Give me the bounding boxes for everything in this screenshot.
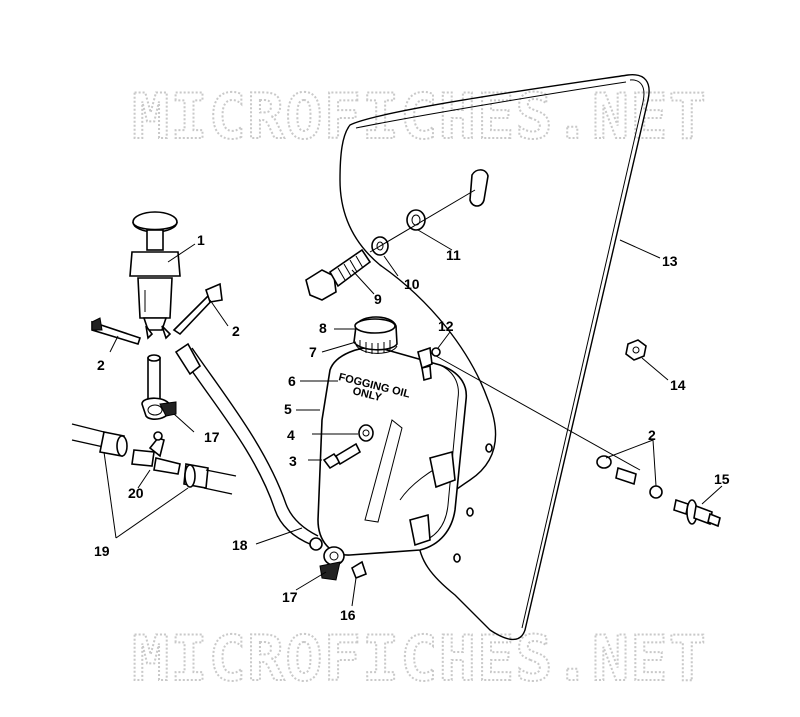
fuel-line bbox=[71, 423, 237, 495]
callout-14: 14 bbox=[670, 377, 686, 393]
callout-12: 12 bbox=[438, 318, 454, 334]
callout-17-lower: 17 bbox=[282, 589, 298, 605]
tank-cap bbox=[353, 316, 398, 354]
panel-bracket bbox=[339, 74, 650, 641]
fitting-15 bbox=[673, 498, 721, 528]
callout-15: 15 bbox=[714, 471, 730, 487]
washer-4 bbox=[358, 424, 374, 442]
callout-1: 1 bbox=[197, 232, 205, 248]
callout-4: 4 bbox=[287, 427, 295, 443]
callout-5: 5 bbox=[284, 401, 292, 417]
callout-11: 11 bbox=[446, 247, 461, 263]
elbow-fitting bbox=[417, 346, 441, 382]
callout-13: 13 bbox=[662, 253, 678, 269]
callout-7: 7 bbox=[309, 344, 317, 360]
tank-mount-tab bbox=[429, 450, 456, 489]
callout-numbers: 1 2 2 2 3 4 5 6 7 8 9 10 11 12 13 14 15 … bbox=[94, 232, 730, 623]
fitting-set-2 bbox=[596, 455, 663, 499]
leader-lines bbox=[103, 229, 723, 607]
callout-16: 16 bbox=[340, 607, 356, 623]
callout-3: 3 bbox=[289, 453, 297, 469]
callout-17-upper: 17 bbox=[204, 429, 220, 445]
fitting-16 bbox=[351, 560, 367, 580]
callout-2-left: 2 bbox=[97, 357, 105, 373]
callout-6: 6 bbox=[288, 373, 296, 389]
tank-bolt bbox=[322, 442, 362, 470]
callout-20: 20 bbox=[128, 485, 144, 501]
callout-2-right: 2 bbox=[648, 427, 656, 443]
hose-clip-left bbox=[91, 317, 142, 345]
callout-9: 9 bbox=[374, 291, 382, 307]
primer-pump bbox=[129, 211, 181, 340]
callout-19: 19 bbox=[94, 543, 110, 559]
supply-hose bbox=[174, 342, 323, 551]
clamp-lower bbox=[319, 546, 345, 581]
callout-10: 10 bbox=[404, 276, 420, 292]
hose-clip-right bbox=[172, 282, 223, 336]
fogging-oil-tank: FOGGING OIL ONLY bbox=[317, 346, 468, 556]
pump-tube bbox=[147, 354, 161, 403]
bolt bbox=[305, 248, 372, 301]
clamp-upper bbox=[141, 397, 177, 420]
callout-18: 18 bbox=[232, 537, 248, 553]
washer-11 bbox=[406, 209, 426, 231]
panel-slot bbox=[469, 169, 489, 207]
nut-14 bbox=[625, 339, 647, 361]
callout-2-pump: 2 bbox=[232, 323, 240, 339]
callout-8: 8 bbox=[319, 320, 327, 336]
watermark-bottom: MICROFICHES.NET bbox=[132, 622, 707, 695]
